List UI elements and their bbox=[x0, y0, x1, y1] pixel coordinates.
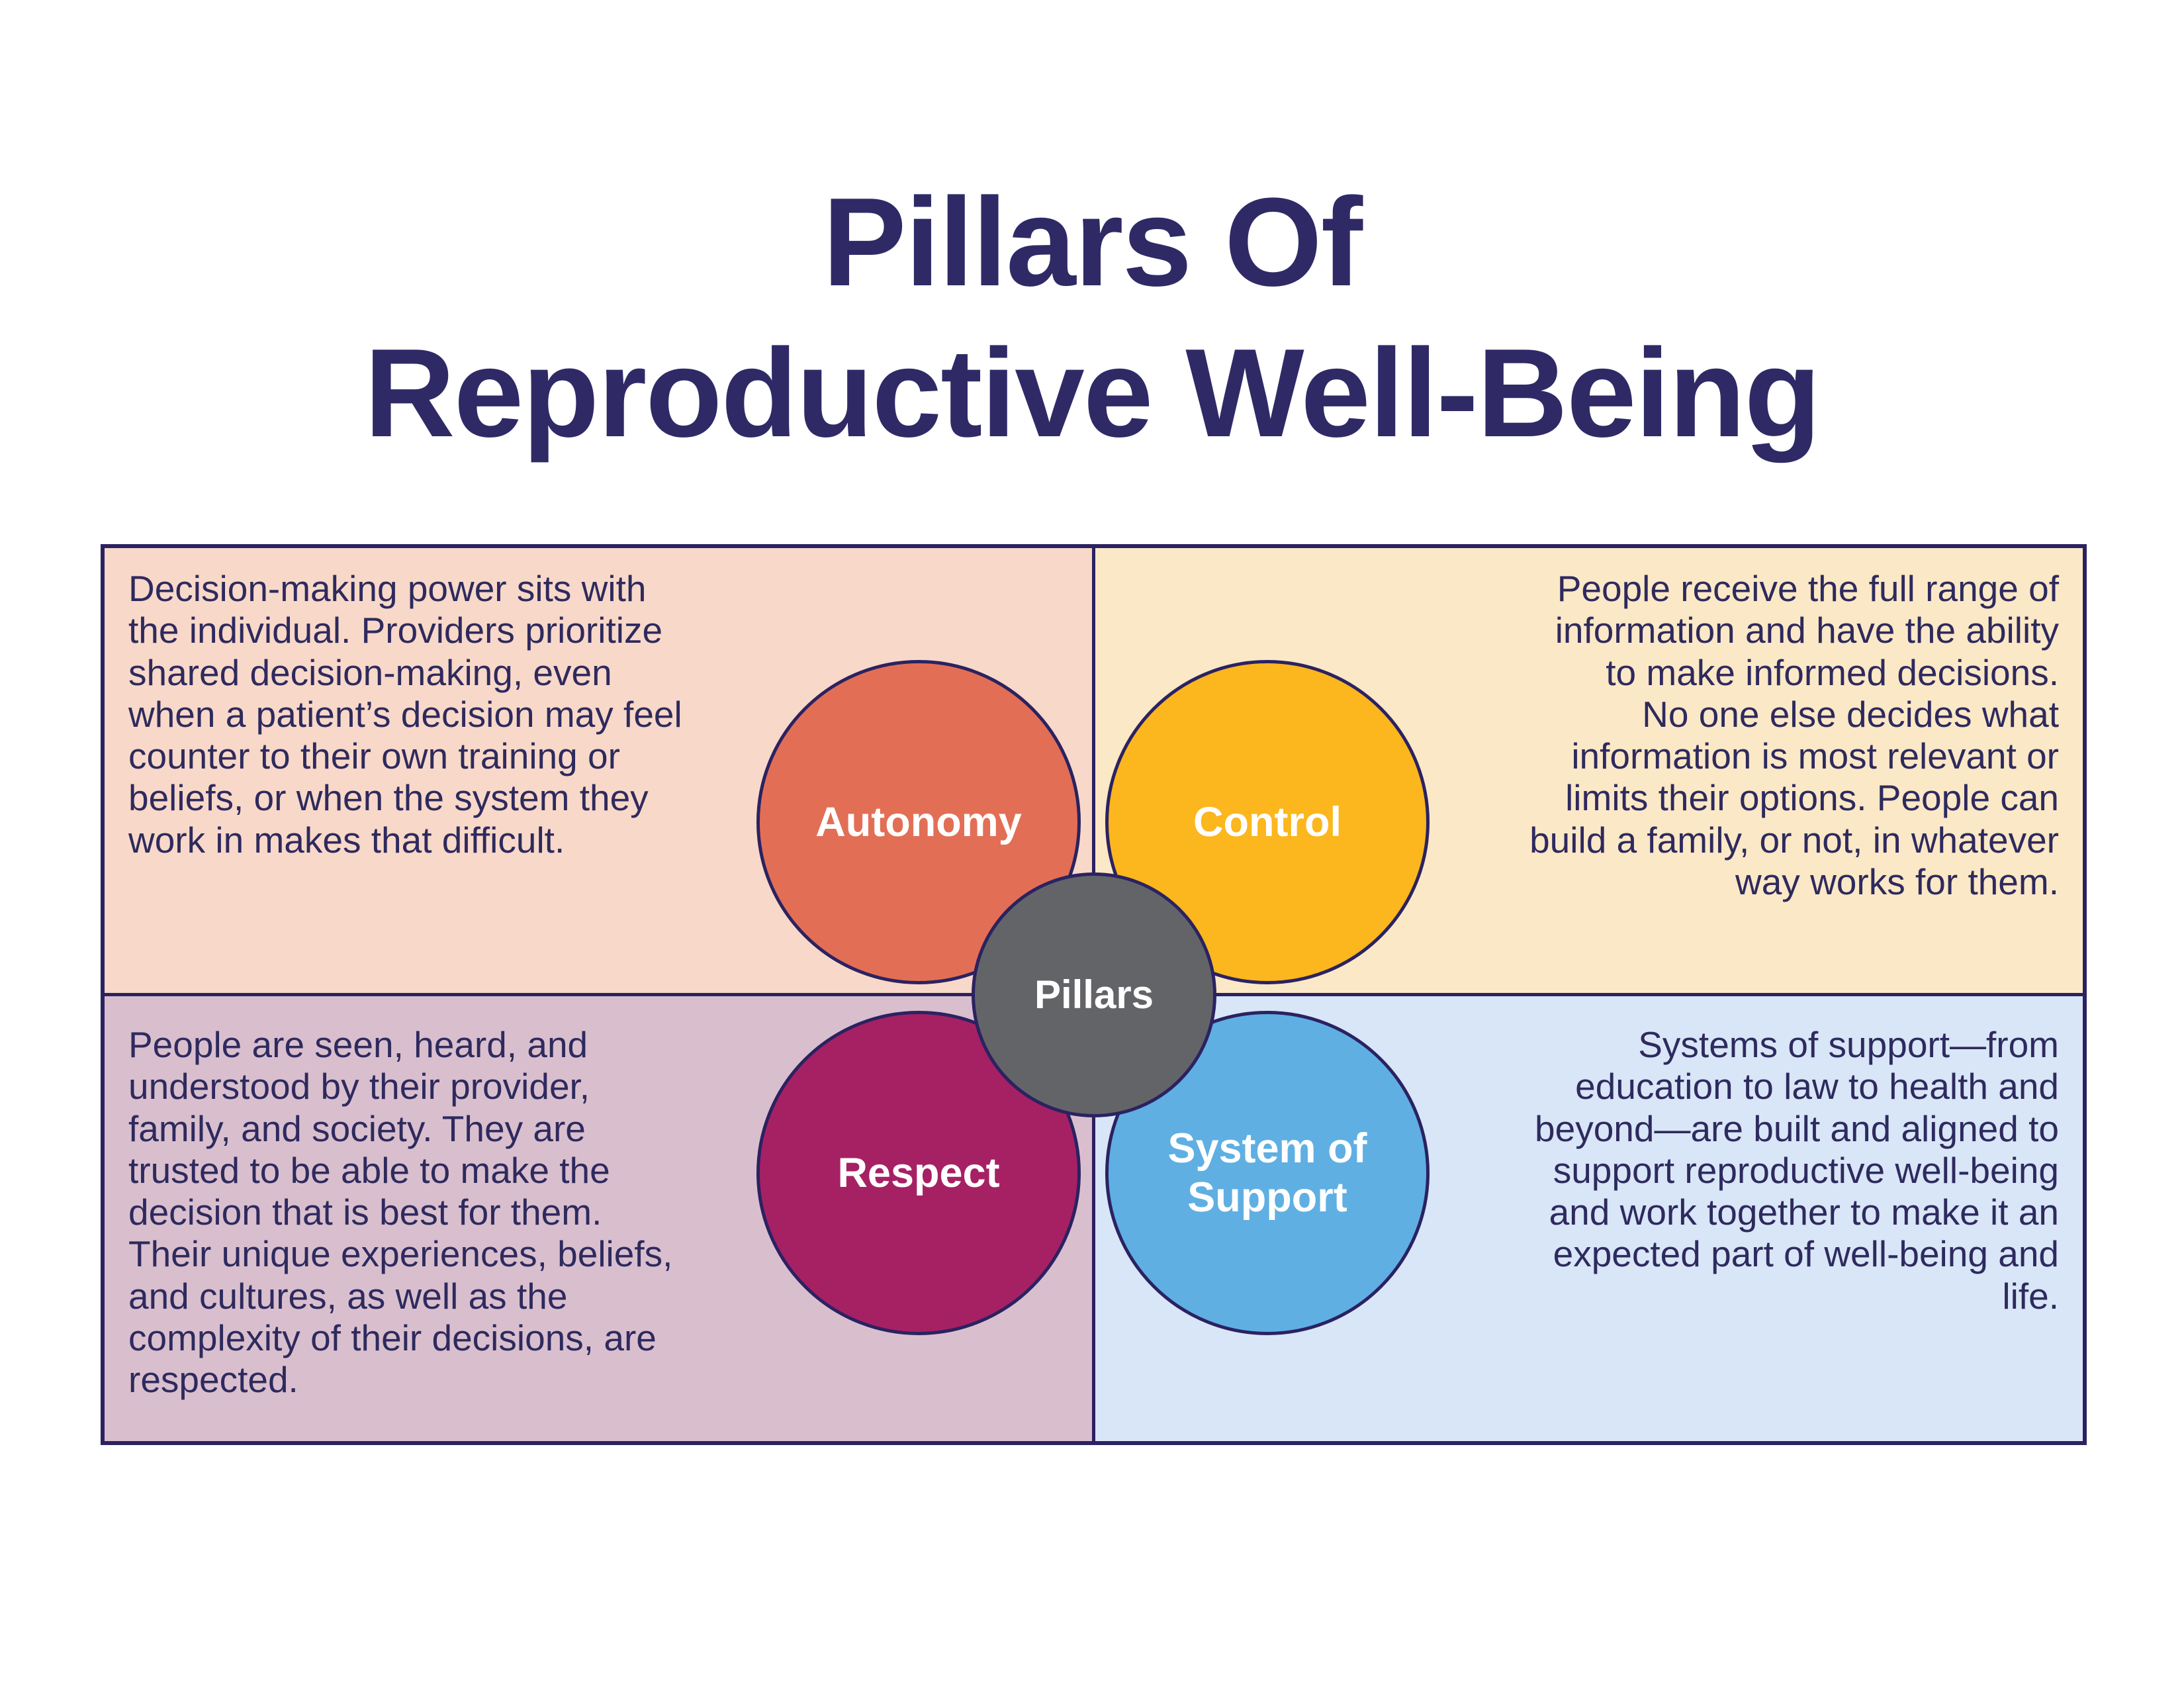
pillars-center-circle: Pillars bbox=[972, 872, 1216, 1117]
page-title-line2: Reproductive Well-Being bbox=[364, 323, 1821, 463]
page-title: Pillars Of Reproductive Well-Being bbox=[0, 167, 2184, 469]
quadrant-control-text: People receive the full range of informa… bbox=[1529, 568, 2059, 902]
control-circle-label: Control bbox=[1193, 798, 1342, 845]
quadrant-respect-text: People are seen, heard, and understood b… bbox=[128, 1024, 673, 1400]
quadrant-autonomy-text: Decision-making power sits with the indi… bbox=[128, 568, 682, 861]
autonomy-circle-label: Autonomy bbox=[815, 798, 1022, 845]
quadrant-board: Decision-making power sits with the indi… bbox=[101, 544, 2087, 1445]
quadrant-autonomy-panel: Decision-making power sits with the indi… bbox=[105, 548, 1092, 993]
pillars-center-circle-label: Pillars bbox=[1034, 972, 1154, 1017]
system-of-support-circle-label: System of Support bbox=[1167, 1125, 1367, 1221]
quadrant-control-panel: People receive the full range of informa… bbox=[1095, 548, 2083, 993]
page-title-line1: Pillars Of bbox=[822, 172, 1363, 312]
respect-circle: Respect bbox=[756, 1011, 1081, 1335]
respect-circle-label: Respect bbox=[837, 1149, 1000, 1196]
quadrant-system-of-support-text: Systems of support—from education to law… bbox=[1535, 1024, 2059, 1317]
